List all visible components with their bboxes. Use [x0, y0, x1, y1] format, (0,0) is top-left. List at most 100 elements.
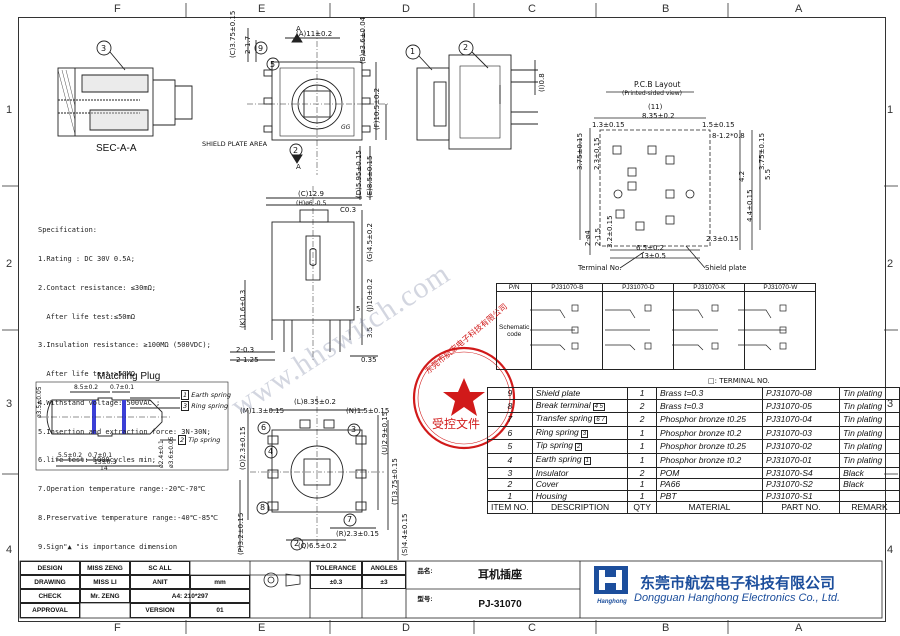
- pcb-dim-1-5: 1.5±0.15: [702, 121, 735, 129]
- bom-material: PBT: [656, 489, 763, 503]
- plug-dim-8-5: 8.5±0.2: [74, 384, 99, 391]
- zone-top-a: A: [795, 3, 803, 15]
- bom-description-text: Ring spring: [535, 426, 579, 437]
- spec-line: 7.Operation temperature range:-20℃-70℃: [38, 485, 206, 494]
- dim-section-a-top: A: [296, 25, 301, 33]
- pcb-dim-pads: 8-1.2*0.8: [712, 132, 745, 140]
- plug-dim-0-7-bottom: 0.7±0.1: [88, 452, 113, 459]
- top-right-view-drawing: [405, 40, 538, 150]
- bom-material: Brass t=0.3: [656, 398, 763, 414]
- pcb-dim-13: 13±0.5: [640, 252, 666, 260]
- bom-terminal-numbers: 6 7: [594, 416, 607, 425]
- company-name-cn: 东莞市航宏电子科技有限公司: [640, 575, 836, 592]
- dim-b-dia: (B)ø3.6±0.04: [359, 16, 367, 64]
- dim-5: 5: [356, 305, 361, 313]
- pcb-dim-2-1-5: 2-1.5: [594, 227, 602, 246]
- bom-remark: Tin plating: [839, 387, 900, 400]
- front-callout-5: 5: [270, 60, 276, 69]
- spring-label-earth: Earth spring: [191, 391, 231, 399]
- bom-part-no: PJ31070-S2: [761, 478, 841, 491]
- bom-terminal-numbers: 4 5: [592, 402, 605, 411]
- zone-top-b: B: [662, 3, 670, 15]
- tb-version-label: VERSION: [130, 603, 190, 618]
- schematic-cell-d: [602, 291, 675, 370]
- bom-part-no: PJ31070-S4: [761, 466, 841, 480]
- tb-design-name: MISS ZENG: [80, 561, 130, 575]
- pcb-terminal-no-label: Terminal No.: [578, 264, 622, 272]
- bom-description-text: Shield plate: [535, 388, 581, 398]
- title-block: DESIGN MISS ZENG SC ALL DRAWING MISS LI …: [20, 561, 882, 618]
- pcb-dim-3-75-left: 3.75±0.15: [576, 132, 584, 170]
- tb-unit-value: mm: [190, 575, 250, 589]
- pcb-shield-plate-label: Shield plate: [705, 264, 747, 272]
- tb-unit-label: ANIT: [130, 575, 190, 589]
- dim-i-0-8: (I)0.8: [538, 73, 546, 92]
- stamp-center-text: 受控文件: [432, 417, 481, 431]
- bom-qty: 1: [627, 425, 657, 441]
- bottom-dim-s: (S)4.4±0.15: [401, 513, 409, 557]
- bom-description: Cover: [531, 478, 629, 491]
- tb-angle-value: ±3: [362, 575, 406, 589]
- bom-qty: 2: [627, 398, 657, 414]
- schematic-row-label: Schematic code: [495, 291, 533, 370]
- bom-item-no: 5: [487, 439, 533, 454]
- spec-line: 9.Sign"▲ "is importance dimension: [38, 542, 178, 551]
- pcb-dim-4-2: 4.2: [738, 170, 746, 182]
- bottom-callout-2: 2: [294, 539, 300, 548]
- pcb-dim-11: (11): [648, 103, 663, 111]
- spec-line: 2.Contact resistance: ≤30mΩ;: [38, 283, 157, 292]
- pcb-dim-5-5: 5.5: [764, 168, 772, 180]
- bom-item-no: 4: [487, 452, 533, 468]
- dim-c-3-75: (C)3.75±0.15: [229, 10, 237, 58]
- spring-number-3: 3: [181, 401, 190, 411]
- bom-material: POM: [656, 466, 763, 480]
- bottom-dim-q: (Q)6.5±0.2: [298, 542, 338, 550]
- plug-ring-spring: 3 Ring spring: [181, 401, 228, 411]
- bottom-callout-3: 3: [351, 425, 357, 434]
- bom-header-rem: REMARK: [839, 501, 900, 514]
- bom-description: Housing: [531, 489, 629, 503]
- bottom-dim-t: (T)3.75±0.15: [391, 458, 399, 505]
- schematic-cell-k: [673, 291, 746, 370]
- tb-scale-label: SC ALL: [130, 561, 190, 575]
- schematic-header-pn: P/N: [495, 283, 533, 292]
- plug-dim-dia3-5: ø3.5±0.05: [36, 386, 43, 418]
- tb-tolerance-label: TOLERANCE: [310, 561, 362, 575]
- bom-qty: 1: [627, 452, 657, 468]
- bom-part-no: PJ31070-S1: [761, 489, 841, 503]
- spring-number-2: 2: [178, 435, 187, 445]
- bom-remark: Tin plating: [839, 452, 900, 468]
- zone-left-2: 2: [6, 258, 13, 270]
- dim-2-0-3: 2-0.3: [236, 346, 255, 354]
- bottom-view-drawing: [239, 396, 399, 560]
- bom-item-no: 2: [487, 478, 533, 491]
- bom-part-no: PJ31070-01: [761, 452, 841, 468]
- plug-tip-spring: 2 Tip spring: [178, 435, 220, 445]
- dim-d-5-95: (D)5.95±0.15: [355, 150, 363, 198]
- shield-plate-area-label: SHIELD PLATE AREA: [202, 140, 268, 148]
- pcb-dim-4-4: 4.4±0.15: [746, 189, 754, 222]
- bom-remark: Black: [839, 466, 900, 480]
- schematic-header-b: PJ31070-B: [531, 283, 604, 292]
- section-view-drawing: [57, 40, 193, 137]
- side-view-drawing: [230, 186, 378, 361]
- bom-description-text: Cover: [535, 479, 559, 490]
- bom-terminal-numbers: 3: [580, 429, 589, 438]
- front-callout-2: 2: [293, 146, 299, 155]
- zone-top-f: F: [114, 3, 121, 15]
- bottom-callout-6: 6: [261, 423, 267, 432]
- pcb-dim-3-2: 3.2±0.15: [606, 215, 614, 248]
- pcb-dim-2-3-left: 2.3±0.15: [593, 137, 601, 170]
- dim-2-1-7: 2-1.7: [244, 35, 252, 54]
- dim-g-4-5: (G)4.5±0.2: [366, 222, 374, 262]
- tb-tolerance-value: ±0.3: [310, 575, 362, 589]
- bom-item-no: 3: [487, 466, 533, 480]
- spec-line: After life test:≥50MΩ: [38, 370, 135, 379]
- plug-dim-13: 13±0.3: [94, 459, 117, 466]
- bom-part-no: PJ31070-08: [761, 387, 841, 400]
- matching-plug-drawing: [35, 381, 229, 471]
